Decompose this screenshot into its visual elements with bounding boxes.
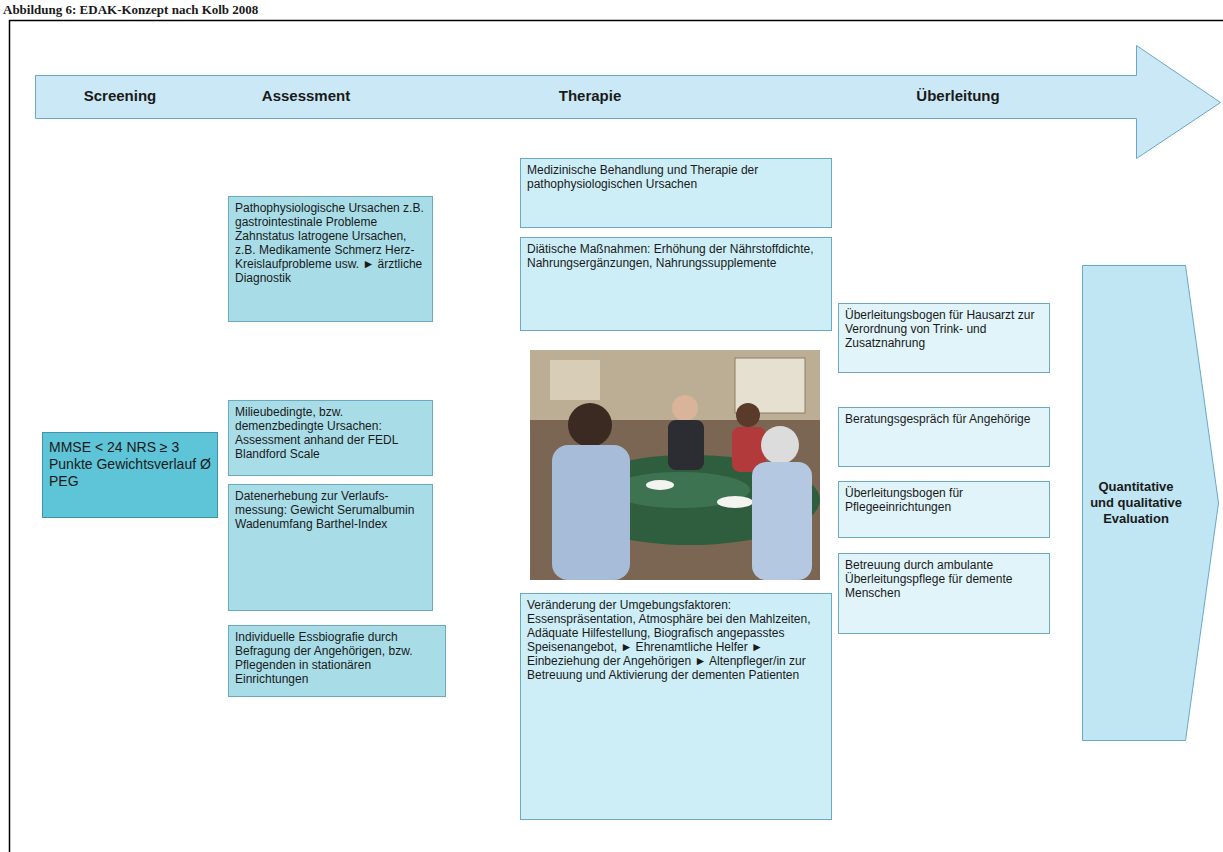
figure-frame — [9, 20, 1223, 852]
box-text: Überleitungsbogen für Hausarzt zur Veror… — [845, 308, 1043, 350]
box-text: Veränderung der Umgebungsfaktoren: Essen… — [527, 598, 825, 682]
phase-label: Screening — [84, 87, 157, 105]
photo-head — [761, 426, 799, 464]
box-text: Datenerhebung zur Verlaufs- messung: Gew… — [235, 489, 426, 531]
therapy-box: Diätische Maßnahmen: Erhöhung der Nährst… — [520, 237, 832, 331]
box-text: Pathophysiologische Ursachen z.B. gastro… — [235, 201, 426, 285]
photo-ground — [530, 350, 820, 580]
phase-arrow: Screening Assessment Therapie Überleitung — [35, 45, 1220, 158]
transition-box: Überleitungsbogen für Pflegeeinrichtunge… — [838, 481, 1050, 538]
meal-photo — [530, 350, 820, 580]
assessment-box: Milieubedingte, bzw. demenzbedingte Ursa… — [228, 400, 433, 476]
outline — [1083, 266, 1219, 741]
transition-box: Betreuung durch ambulante Überleitungspf… — [838, 553, 1050, 634]
box-text: Individuelle Essbiografie durch Befragun… — [235, 630, 439, 686]
frame-line — [9, 20, 1223, 22]
photo-plate — [646, 480, 674, 490]
phase-label: Überleitung — [916, 87, 999, 105]
arrow-shape — [35, 45, 1220, 158]
evaluation-arrow: Quantitative und qualitative Evaluation — [1082, 265, 1220, 740]
assessment-box: Datenerhebung zur Verlaufs- messung: Gew… — [228, 484, 433, 611]
box-text: Medizinische Behandlung und Therapie der… — [527, 163, 825, 191]
phase-label: Therapie — [559, 87, 622, 105]
therapy-box: Veränderung der Umgebungsfaktoren: Essen… — [520, 593, 832, 820]
phase-label: Assessment — [262, 87, 350, 105]
box-text: MMSE < 24 NRS ≥ 3 Punkte Gewichtsverlauf… — [49, 439, 211, 490]
photo-head — [568, 403, 612, 447]
box-text: Milieubedingte, bzw. demenzbedingte Ursa… — [235, 405, 426, 461]
photo-picture — [550, 360, 600, 400]
therapy-box: Medizinische Behandlung und Therapie der… — [520, 158, 832, 228]
figure-title: Abbildung 6: EDAK-Konzept nach Kolb 2008 — [3, 2, 258, 17]
photo-wall — [530, 350, 820, 420]
transition-box: Überleitungsbogen für Hausarzt zur Veror… — [838, 303, 1050, 373]
photo-person — [552, 445, 630, 580]
outline — [36, 46, 1221, 159]
photo-person — [668, 420, 704, 470]
box-text: Betreuung durch ambulante Überleitungspf… — [845, 558, 1043, 600]
photo-head — [736, 403, 760, 427]
frame-line — [9, 20, 11, 852]
box-text: Quantitative und qualitative Evaluation — [1086, 479, 1186, 527]
assessment-box: Pathophysiologische Ursachen z.B. gastro… — [228, 196, 433, 322]
box-text: Diätische Maßnahmen: Erhöhung der Nährst… — [527, 242, 825, 270]
box-text: Überleitungsbogen für Pflegeeinrichtunge… — [845, 486, 1043, 514]
box-text: Beratungsgespräch für Angehörige — [845, 412, 1043, 426]
photo-head — [672, 395, 698, 421]
photo-plate — [717, 496, 753, 508]
screening-box: MMSE < 24 NRS ≥ 3 Punkte Gewichtsverlauf… — [42, 432, 218, 518]
photo-person — [752, 462, 812, 580]
assessment-box: Individuelle Essbiografie durch Befragun… — [228, 625, 446, 697]
transition-box: Beratungsgespräch für Angehörige — [838, 407, 1050, 467]
